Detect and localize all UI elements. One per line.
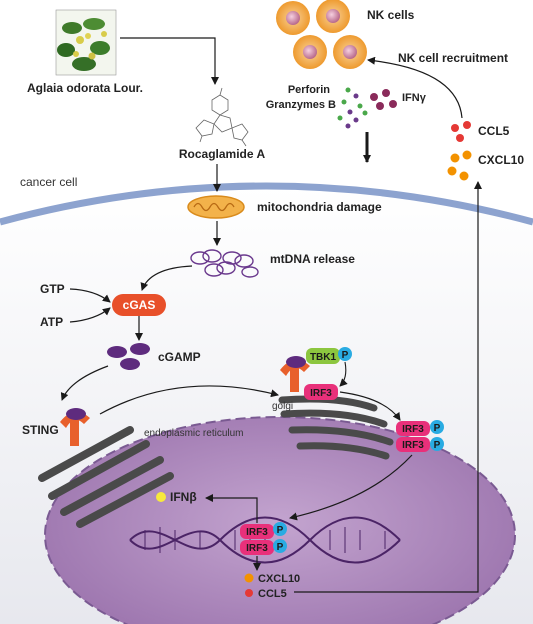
nk-cell (316, 0, 350, 33)
ccl5-top-label: CCL5 (478, 124, 510, 138)
arrow-atp (69, 307, 111, 323)
arrow-tbk1-irf3 (339, 361, 348, 387)
irf3-nuclear-phospho-b-label: P (277, 542, 284, 553)
ccl5-nuc-dot (245, 589, 253, 597)
mito-damage-label: mitochondria damage (257, 200, 382, 214)
ifnb-label: IFNβ (170, 490, 197, 504)
plant-label: Aglaia odorata Lour. (27, 81, 143, 95)
mitochondrion (187, 195, 245, 219)
irf3-golgi-label: IRF3 (310, 388, 332, 399)
ifng-label: IFNγ (402, 92, 427, 104)
nk-cell (276, 1, 310, 35)
irf3-dimer-b-label: IRF3 (402, 440, 424, 451)
nk-cells-label: NK cells (367, 8, 415, 22)
cxcl10-top-label: CXCL10 (478, 153, 524, 167)
irf3-nuclear-phospho-a (273, 522, 287, 536)
mtdna-release-label: mtDNA release (270, 252, 355, 266)
irf3-dimer-phospho-a-label: P (434, 423, 441, 434)
irf3-nuclear-a (240, 524, 274, 539)
mtdna-cluster (190, 249, 259, 278)
tbk1-phospho (338, 347, 352, 361)
perforin-granzyme-dots (337, 87, 368, 129)
cgas-label: cGAS (123, 298, 156, 312)
gtp-label: GTP (40, 282, 65, 296)
cgamp-label: cGAMP (158, 350, 201, 364)
irf3-nuclear-phospho-b (273, 539, 287, 553)
tbk1-phospho-label: P (342, 350, 349, 361)
recruitment-arrow (367, 56, 463, 119)
arrow-plant-compound (120, 37, 219, 85)
cgas-enzyme (112, 294, 166, 316)
nk-cell (293, 35, 327, 69)
irf3-golgi (304, 384, 338, 400)
ccl5-nuc-label: CCL5 (258, 588, 287, 600)
secretion-arrow (294, 181, 482, 593)
cancer-cell-label: cancer cell (20, 175, 77, 189)
golgi-label: golgi (272, 401, 293, 412)
arrow-gtp (69, 288, 111, 303)
arrow-sting-golgi (99, 385, 279, 415)
cxcl10-nuc-label: CXCL10 (258, 573, 300, 585)
arrow-irf3-nucleus (289, 454, 413, 521)
irf3-nuclear-a-label: IRF3 (246, 527, 268, 538)
plant-image (55, 9, 117, 76)
golgi-apparatus (278, 395, 394, 460)
nk-cell (333, 35, 367, 69)
tbk1-protein (306, 348, 340, 364)
ifnb-dot (156, 492, 166, 502)
irf3-dimer-phospho-b (430, 437, 444, 451)
irf3-dimer-a-label: IRF3 (402, 424, 424, 435)
irf3-dimer-a (396, 421, 430, 436)
sting-protein (60, 408, 90, 446)
atp-label: ATP (40, 315, 63, 329)
ccl5-dots (451, 121, 471, 142)
irf3-dimer-phospho-a (430, 420, 444, 434)
arrow-cgamp-sting (60, 365, 109, 401)
arrow-ifnb (205, 494, 258, 523)
granzymes-label: Granzymes B (266, 99, 336, 111)
tbk1-label: TBK1 (310, 352, 337, 363)
arrow-irf3-dimer (339, 391, 401, 421)
perforin-label: Perforin (288, 84, 330, 96)
endoplasmic-reticulum (38, 426, 174, 528)
arrow-mtdna-cgas (140, 265, 193, 291)
irf3-dimer-b (396, 437, 430, 452)
irf3-nuclear-phospho-a-label: P (277, 525, 284, 536)
cell-membrane (0, 182, 533, 226)
cgamp-molecules (107, 343, 150, 370)
cxcl10-dots (447, 150, 472, 181)
irf3-nuclear-b (240, 540, 274, 555)
rocaglamide-structure (195, 87, 249, 147)
nk-recruitment-label: NK cell recruitment (398, 51, 508, 65)
irf3-dimer-phospho-b-label: P (434, 440, 441, 451)
cxcl10-nuc-dot (244, 573, 254, 583)
sting-label: STING (22, 423, 59, 437)
sting-golgi (280, 356, 310, 392)
er-label: endoplasmic reticulum (144, 428, 244, 439)
compound-label: Rocaglamide A (179, 147, 266, 161)
irf3-nuclear-b-label: IRF3 (246, 543, 268, 554)
ifng-dots (370, 89, 397, 110)
